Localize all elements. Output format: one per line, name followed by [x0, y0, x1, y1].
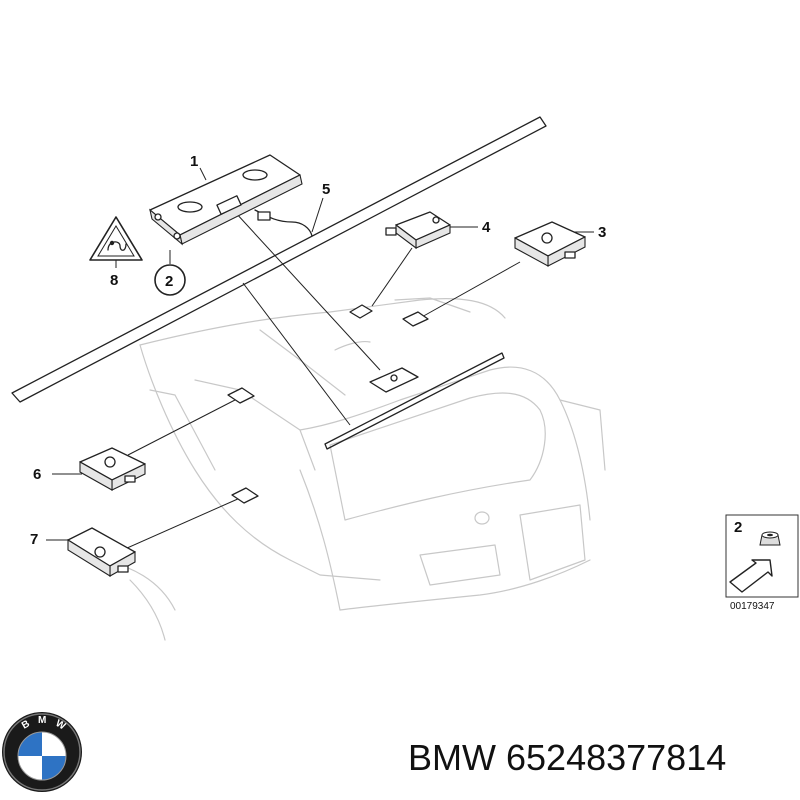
callout-3: 3: [598, 224, 606, 241]
caption-part-number: 65248377814: [506, 737, 727, 778]
diversity-module: [385, 211, 451, 250]
callout-6: 6: [33, 466, 41, 483]
callout-7: 7: [30, 531, 38, 548]
inset-callout: 2: [734, 519, 742, 536]
connectors-roof: [349, 304, 429, 393]
bracket-module-7: [67, 487, 259, 577]
part-caption: BMW 65248377814: [408, 736, 793, 780]
antenna-amplifier-module: [149, 154, 313, 246]
small-module-3: [514, 221, 586, 267]
grommet-callout: [154, 264, 186, 296]
side-module-6: [79, 387, 255, 491]
svg-text:B: B: [20, 718, 32, 731]
inset-code: 00179347: [730, 601, 775, 612]
detail-inset: 2 00179347: [725, 514, 799, 612]
callout-4: 4: [482, 219, 491, 236]
bmw-logo: B M W: [2, 712, 82, 792]
caption-brand: BMW: [408, 737, 496, 778]
callout-1: 1: [190, 153, 198, 170]
car-outline: [99, 297, 606, 641]
leader-lines: [46, 167, 594, 553]
svg-text:M: M: [38, 715, 46, 726]
warning-label-triangle: [89, 216, 143, 261]
callout-labels: 1 2 3 4 5 6 7 8: [30, 153, 606, 548]
callout-2: 2: [165, 273, 173, 290]
callout-5: 5: [322, 181, 330, 198]
callout-8: 8: [110, 272, 118, 289]
antenna-strip: [11, 116, 547, 450]
